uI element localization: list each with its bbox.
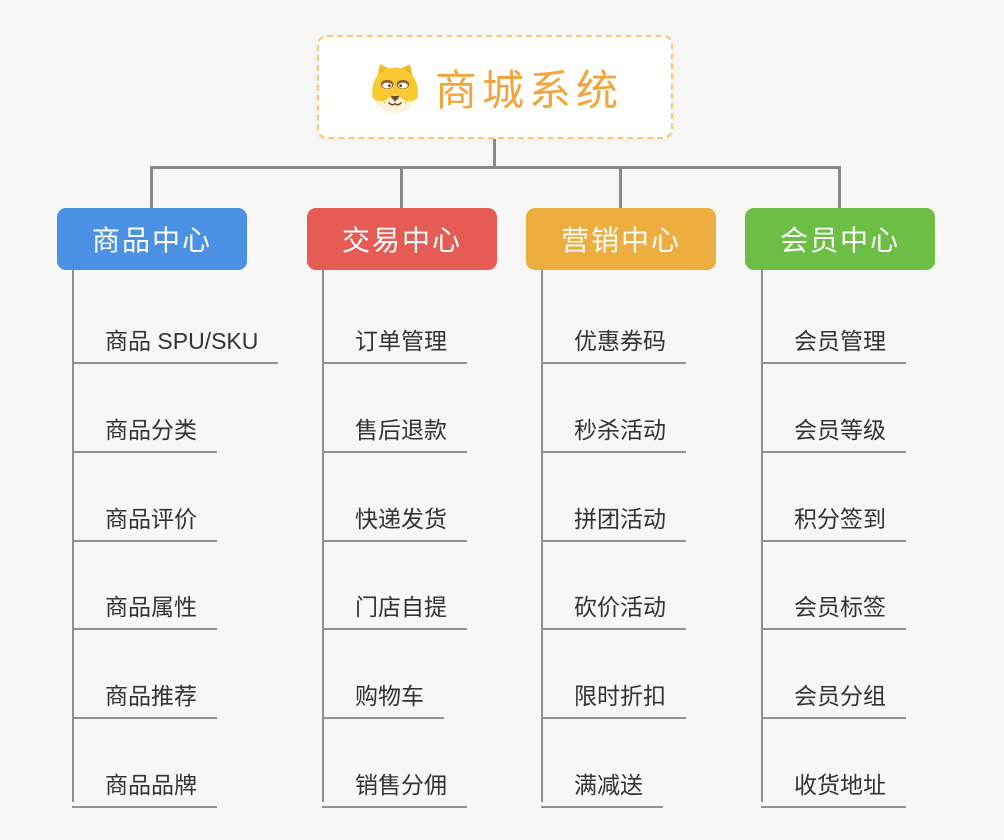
child-node[interactable]: 销售分佣: [322, 760, 467, 808]
child-node[interactable]: 商品品牌: [72, 760, 217, 808]
connector-horizontal-bar: [150, 166, 841, 169]
child-node[interactable]: 门店自提: [322, 582, 467, 630]
child-node[interactable]: 商品属性: [72, 582, 217, 630]
child-node[interactable]: 商品评价: [72, 494, 217, 542]
child-node[interactable]: 砍价活动: [541, 582, 686, 630]
child-node[interactable]: 快递发货: [322, 494, 467, 542]
child-node[interactable]: 商品 SPU/SKU: [72, 316, 279, 364]
child-node[interactable]: 限时折扣: [541, 671, 686, 719]
child-node[interactable]: 订单管理: [322, 316, 467, 364]
child-node[interactable]: 会员等级: [761, 405, 906, 453]
branch-spine-2: [322, 270, 324, 802]
child-node[interactable]: 优惠券码: [541, 316, 686, 364]
child-node[interactable]: 满减送: [541, 760, 663, 808]
child-node[interactable]: 商品分类: [72, 405, 217, 453]
connector-drop-3: [619, 166, 622, 208]
branch-header-trade[interactable]: 交易中心: [307, 208, 497, 270]
child-node[interactable]: 收货地址: [761, 760, 906, 808]
child-node[interactable]: 购物车: [322, 671, 444, 719]
connector-drop-4: [838, 166, 841, 208]
child-node[interactable]: 积分签到: [761, 494, 906, 542]
root-title: 商城系统: [434, 66, 623, 114]
child-node[interactable]: 会员标签: [761, 582, 906, 630]
connector-drop-1: [150, 166, 153, 208]
root-node[interactable]: 商城系统: [317, 35, 673, 139]
branch-header-member[interactable]: 会员中心: [745, 208, 935, 270]
connector-drop-2: [400, 166, 403, 208]
branch-spine-3: [541, 270, 543, 802]
child-node[interactable]: 拼团活动: [541, 494, 686, 542]
branch-spine-4: [761, 270, 763, 802]
dog-face-icon: [367, 59, 423, 115]
connector-root-stem: [493, 139, 496, 167]
child-node[interactable]: 秒杀活动: [541, 405, 686, 453]
branch-header-product[interactable]: 商品中心: [57, 208, 247, 270]
child-node[interactable]: 商品推荐: [72, 671, 217, 719]
child-node[interactable]: 售后退款: [322, 405, 467, 453]
branch-spine-1: [72, 270, 74, 802]
branch-header-marketing[interactable]: 营销中心: [526, 208, 716, 270]
child-node[interactable]: 会员管理: [761, 316, 906, 364]
child-node[interactable]: 会员分组: [761, 671, 906, 719]
